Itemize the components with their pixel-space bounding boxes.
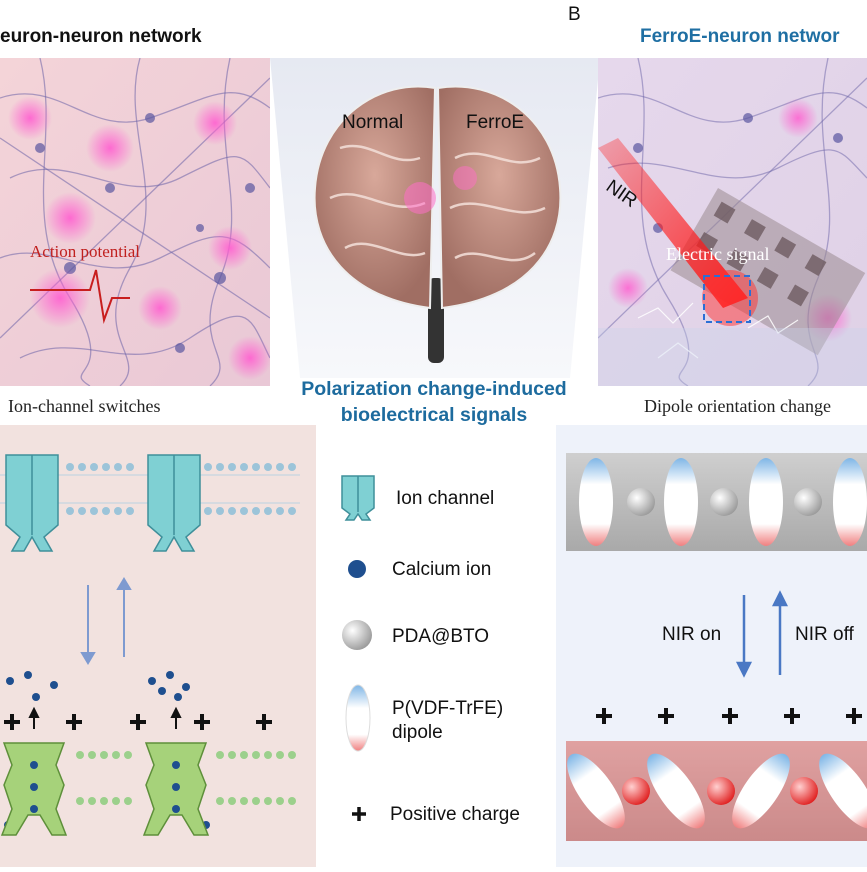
- action-potential-label: Action potential: [30, 242, 141, 261]
- legend-dipole-label: P(VDF-TrFE): [392, 698, 504, 719]
- legend-pda-bto-label: PDA@BTO: [392, 626, 490, 647]
- ion-channel-panel: [0, 425, 316, 867]
- left-caption: Ion-channel switches: [8, 396, 161, 416]
- legend-plus-icon: [350, 805, 368, 828]
- brain-image: [270, 58, 600, 378]
- dipole-panel: [556, 425, 867, 867]
- panel-b-label: B: [568, 4, 581, 25]
- ferroe-network-image: [598, 58, 867, 386]
- legend-calcium-ion-label: Calcium ion: [392, 559, 492, 580]
- legend-dipole-label-2: dipole: [392, 722, 443, 743]
- right-caption: Dipole orientation change: [644, 396, 831, 416]
- legend-calcium-ion-icon: [346, 558, 368, 585]
- center-caption: Polarization change-induced bioelectrica…: [258, 376, 610, 428]
- center-caption-line2: bioelectrical signals: [340, 404, 528, 426]
- nir-off-label: NIR off: [795, 624, 854, 645]
- right-panel-title: FerroE-neuron networ: [640, 26, 840, 47]
- electric-signal-label: Electric signal: [666, 244, 770, 264]
- legend-ion-channel-icon: [338, 474, 378, 527]
- brain-normal-label: Normal: [342, 112, 404, 133]
- left-panel-title: euron-neuron network: [0, 26, 202, 47]
- brain-ferroe-label: FerroE: [466, 112, 525, 133]
- legend-dipole-icon: [344, 683, 372, 758]
- neuron-network-image: [0, 58, 270, 386]
- legend-pda-bto-icon: [340, 618, 374, 657]
- nir-on-label: NIR on: [662, 624, 722, 645]
- legend-ion-channel-label: Ion channel: [396, 488, 495, 509]
- legend-positive-charge-label: Positive charge: [390, 804, 520, 825]
- center-caption-line1: Polarization change-induced: [301, 378, 567, 400]
